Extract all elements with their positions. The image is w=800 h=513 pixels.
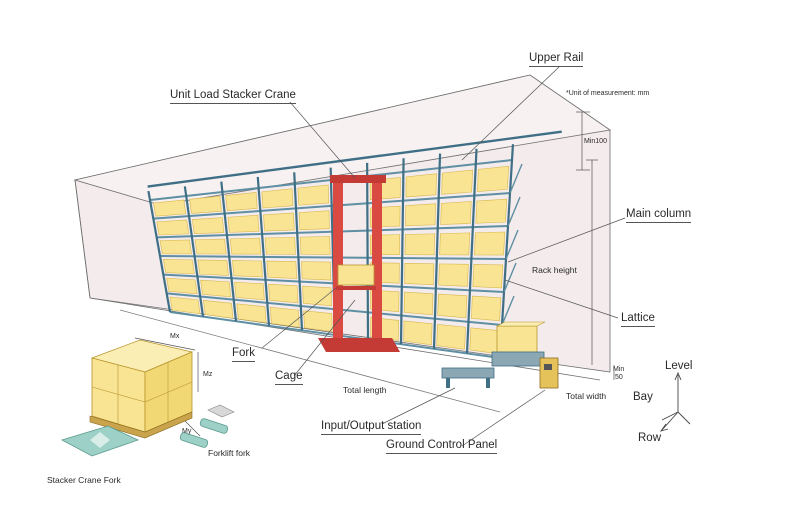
dim-mx: Mx [170, 333, 180, 340]
label-stacker-crane-fork: Stacker Crane Fork [47, 475, 121, 485]
dim-min50-line2: 50 [615, 374, 623, 381]
label-rack-height: Rack height [532, 265, 577, 275]
label-fork: Fork [232, 347, 255, 362]
label-unit-load-stacker-crane: Unit Load Stacker Crane [170, 89, 296, 104]
leader-lines [261, 65, 626, 447]
axis-indicator [659, 371, 691, 432]
stacker-crane [318, 175, 400, 352]
dimension-lines [134, 111, 615, 437]
label-main-column: Main column [626, 208, 692, 223]
label-lattice: Lattice [621, 312, 655, 327]
label-input-output-station: Input/Output station [321, 420, 422, 435]
dim-min100: Min100 [584, 138, 607, 145]
label-ground-control-panel: Ground Control Panel [386, 439, 498, 454]
dim-mz: Mz [203, 371, 213, 378]
label-forklift-fork: Forklift fork [208, 448, 251, 458]
dim-my: My [182, 428, 192, 435]
label-total-length: Total length [343, 385, 387, 395]
forklift-fork-graphic [179, 404, 235, 448]
unit-load-pallet [89, 339, 194, 439]
io-station-graphic [441, 321, 559, 389]
storage-rack [147, 130, 562, 359]
dim-min50-line1: Min [613, 366, 625, 373]
axis-row: Row [638, 432, 662, 444]
axis-bay: Bay [633, 391, 653, 403]
label-upper-rail: Upper Rail [529, 52, 584, 67]
label-total-width: Total width [566, 391, 607, 401]
label-cage: Cage [275, 370, 303, 385]
axis-level: Level [665, 360, 693, 372]
stacker-crane-fork-graphic [60, 425, 140, 457]
unit-note: *Unit of measurement: mm [566, 90, 650, 97]
